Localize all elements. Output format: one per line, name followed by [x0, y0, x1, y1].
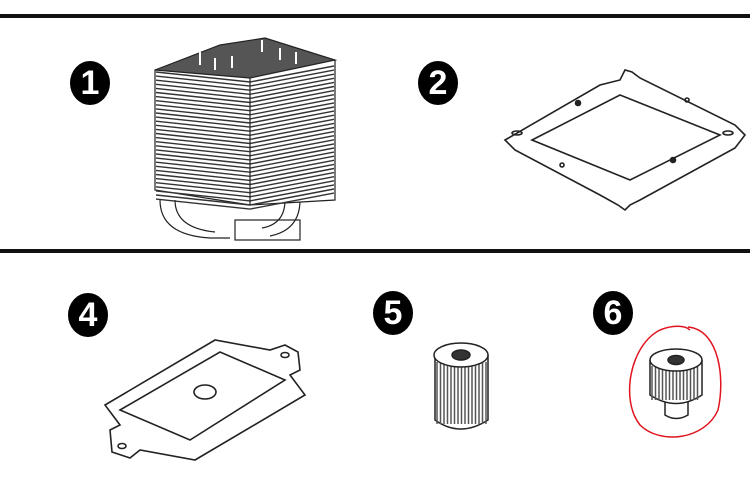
part-number-4: 4 [68, 293, 108, 337]
top-divider [0, 14, 750, 18]
thumb-screw-icon [649, 348, 703, 420]
heatsink-icon [154, 37, 338, 241]
part-number-5: 5 [373, 291, 413, 335]
highlight-circle [628, 325, 722, 438]
mounting-frame-icon [503, 69, 747, 212]
heatsink-fin [155, 192, 335, 210]
standoff-icon [433, 342, 489, 430]
part-number-2: 2 [418, 61, 458, 105]
part-number-6: 6 [593, 291, 633, 335]
middle-divider [0, 249, 750, 253]
backplate-icon [103, 339, 307, 461]
part-number-1: 1 [70, 61, 110, 105]
